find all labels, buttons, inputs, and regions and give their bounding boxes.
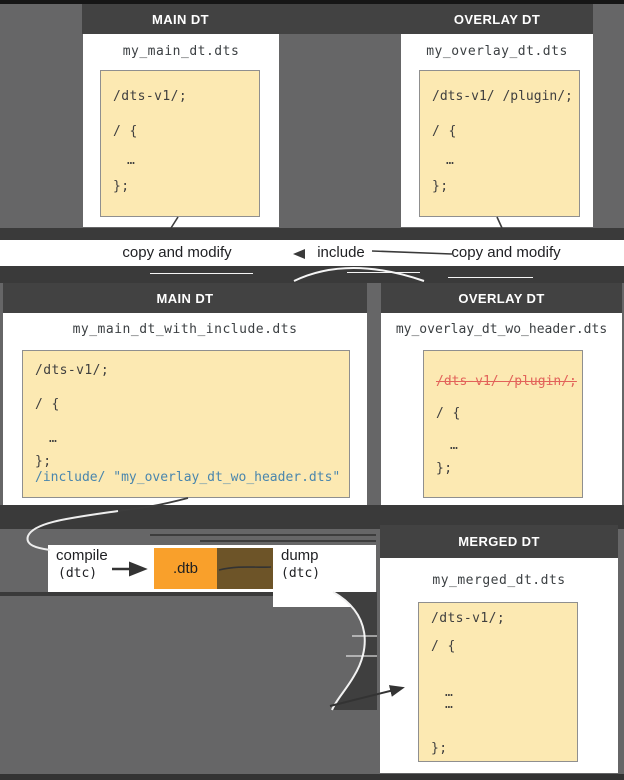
code-line: / { — [436, 406, 461, 421]
code-line: … — [127, 153, 136, 168]
code-line: /dts-v1/; — [431, 611, 506, 626]
row1-overlay-header: OVERLAY DT — [401, 4, 593, 34]
code-line: / { — [431, 639, 456, 654]
row1-header-bar — [82, 4, 593, 34]
row1-main-header: MAIN DT — [82, 4, 279, 34]
dtb-label: .dtb — [172, 560, 199, 577]
row2-main-codebox: /dts-v1/; / { … }; /include/ "my_overlay… — [22, 350, 350, 498]
compile-label: compile — [56, 547, 108, 564]
row2-overlay-header: OVERLAY DT — [381, 283, 622, 313]
row3-merged-filename: my_merged_dt.dts — [432, 573, 566, 588]
code-line: / { — [35, 397, 60, 412]
row1-main-header-label: MAIN DT — [152, 11, 209, 27]
top-black-strip — [0, 0, 624, 4]
row1-overlay-panel: my_overlay_dt.dts /dts-v1/ /plugin/; / {… — [401, 34, 593, 227]
row3-merged-panel: MERGED DT my_merged_dt.dts /dts-v1/; / {… — [380, 525, 618, 773]
bottom-black-strip — [0, 774, 624, 780]
struck-header-line: /dts-v1/ /plugin/; — [436, 374, 577, 389]
row2-overlay-header-label: OVERLAY DT — [458, 290, 545, 306]
dump-tool-label: (dtc) — [281, 566, 321, 581]
sweep-curve-edge — [331, 591, 366, 711]
code-line: / { — [432, 124, 457, 139]
row1-main-codebox: /dts-v1/; / { … }; — [100, 70, 260, 217]
dtb-box: .dtb — [154, 548, 217, 589]
streak-line — [150, 534, 376, 536]
row2-overlay-panel: OVERLAY DT my_overlay_dt_wo_header.dts /… — [381, 283, 622, 505]
streak-line — [200, 540, 376, 542]
row3-merged-header: MERGED DT — [380, 525, 618, 558]
code-line: /dts-v1/; — [35, 363, 110, 378]
row2-main-header: MAIN DT — [3, 283, 367, 313]
code-line: … — [446, 153, 455, 168]
streak-line — [347, 272, 420, 273]
row1-overlay-header-label: OVERLAY DT — [453, 11, 541, 27]
code-line: … — [445, 685, 454, 700]
copy-and-modify-right-label: copy and modify — [451, 244, 561, 261]
row1-main-filename: my_main_dt.dts — [122, 44, 240, 59]
dtb-shadow-box — [217, 548, 273, 589]
include-label: include — [317, 244, 365, 261]
row2-main-panel: MAIN DT my_main_dt_with_include.dts /dts… — [3, 283, 367, 505]
row2-main-header-label: MAIN DT — [156, 290, 214, 306]
code-line: … — [445, 697, 454, 712]
upper-dark-band — [0, 228, 624, 240]
code-line: / { — [113, 124, 138, 139]
row3-merged-codebox: /dts-v1/; / { … … }; — [418, 602, 578, 762]
row3-merged-header-label: MERGED DT — [458, 534, 540, 549]
code-line: /dts-v1/; — [113, 89, 188, 104]
row2-overlay-filename: my_overlay_dt_wo_header.dts — [395, 322, 608, 337]
code-line: /dts-v1/ /plugin/; — [432, 89, 573, 104]
row1-overlay-codebox: /dts-v1/ /plugin/; / { … }; — [419, 70, 580, 217]
include-statement-line: /include/ "my_overlay_dt_wo_header.dts" — [35, 470, 341, 485]
compile-tool-label: (dtc) — [58, 566, 98, 581]
row1-overlay-filename: my_overlay_dt.dts — [426, 44, 568, 59]
code-line: }; — [113, 179, 130, 194]
code-line: }; — [431, 741, 448, 756]
code-line: }; — [436, 461, 453, 476]
streak-line — [448, 277, 533, 278]
row2-overlay-codebox: /dts-v1/ /plugin/; / { … }; — [423, 350, 583, 498]
streak-line — [150, 273, 253, 274]
code-line: … — [49, 431, 58, 446]
sweep-region — [332, 592, 377, 710]
code-line: … — [450, 438, 459, 453]
label-band — [0, 240, 624, 266]
row1-main-panel: my_main_dt.dts /dts-v1/; / { … }; — [83, 34, 279, 227]
code-line: }; — [432, 179, 449, 194]
dump-label: dump — [281, 547, 319, 564]
copy-and-modify-left-label: copy and modify — [122, 244, 232, 261]
streak-under-pipeline — [0, 592, 273, 596]
lower-dark-band — [0, 266, 624, 283]
row2-main-filename: my_main_dt_with_include.dts — [72, 322, 298, 337]
code-line: }; — [35, 454, 52, 469]
